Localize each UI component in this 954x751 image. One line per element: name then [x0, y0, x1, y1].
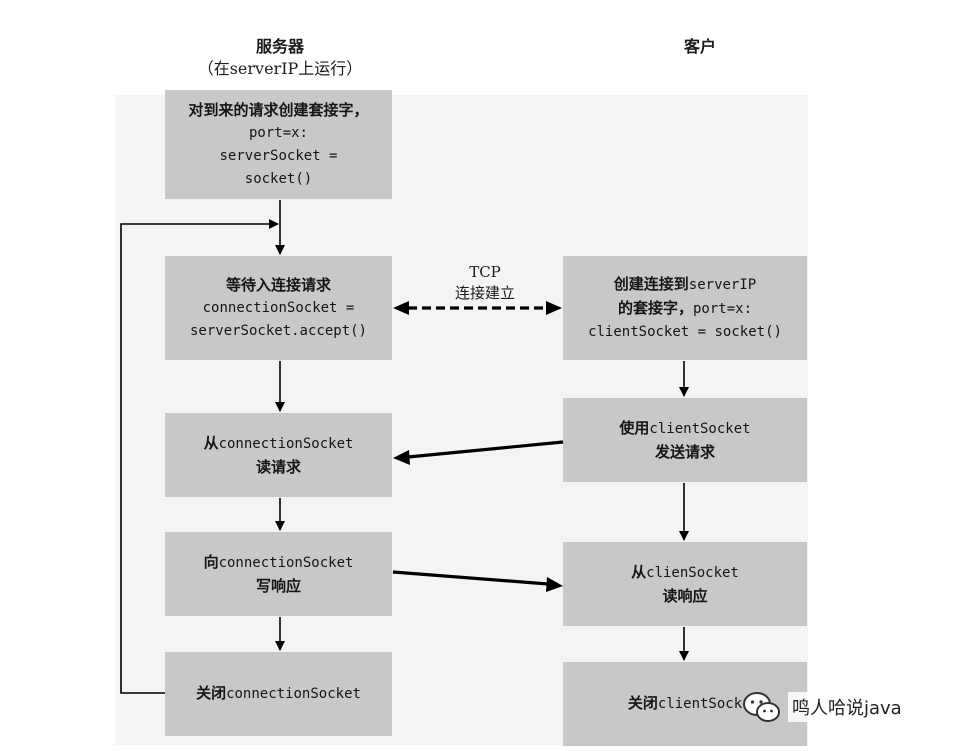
- client-box-send-request: 使用clientSocket 发送请求: [563, 398, 807, 482]
- client-title: 客户: [683, 37, 716, 56]
- server-box-read-request: 从connectionSocket 读请求: [165, 413, 392, 497]
- client-box-read-line2: 读响应: [662, 586, 708, 605]
- server-header: 服务器 （在serverIP上运行）: [190, 36, 370, 80]
- client-box-send-mono: clientSocket: [649, 420, 751, 437]
- server-box-accept-line2: connectionSocket =: [202, 299, 355, 316]
- server-box-write-response: 向connectionSocket 写响应: [165, 532, 392, 616]
- server-box-read-mono: connectionSocket: [218, 435, 354, 452]
- server-box-create-socket-line2: port=x:: [248, 124, 308, 141]
- server-box-write-line2: 写响应: [255, 576, 301, 595]
- client-box-send-line2: 发送请求: [654, 442, 715, 461]
- arrow-write-response-head: [546, 577, 563, 592]
- client-header: 客户: [650, 36, 750, 58]
- client-box-read-mono: clienSocket: [646, 564, 739, 581]
- client-box-send-prefix: 使用: [619, 418, 650, 437]
- arrow-write-response: [392, 570, 549, 586]
- server-box-create-socket-line3: serverSocket =: [219, 147, 338, 164]
- client-box-close-mono: clientSock: [657, 696, 743, 712]
- client-box-create-mono: serverIP: [688, 276, 757, 293]
- server-box-write-mono: connectionSocket: [218, 554, 354, 571]
- server-box-accept-line1: 等待入连接请求: [225, 275, 331, 294]
- server-subtitle: （在serverIP上运行）: [197, 59, 363, 78]
- client-box-close-prefix: 关闭: [627, 694, 658, 712]
- client-box-create-line3: clientSocket = socket(): [588, 323, 782, 340]
- server-box-create-socket: 对到来的请求创建套接字， port=x: serverSocket = sock…: [165, 90, 392, 199]
- client-box-read-response: 从clienSocket 读响应: [563, 542, 807, 626]
- server-box-accept-line3: serverSocket.accept(): [189, 322, 367, 339]
- client-box-create-socket: 创建连接到serverIP 的套接字，port=x: clientSocket …: [563, 256, 807, 360]
- server-box-close-mono: connectionSocket: [226, 686, 361, 702]
- server-box-create-socket-line4: socket(): [244, 170, 313, 187]
- client-box-create-line2-mono: port=x:: [693, 300, 753, 317]
- arrow-tcp-right-head: [546, 301, 562, 315]
- server-box-read-line2: 读请求: [255, 457, 301, 476]
- client-box-create-line2-prefix: 的套接字，: [617, 298, 693, 317]
- arrow-send-request: [407, 440, 564, 459]
- server-box-accept: 等待入连接请求 connectionSocket = serverSocket.…: [165, 256, 392, 360]
- arrow-send-request-head: [393, 450, 410, 465]
- watermark: 鸣人哈说java: [742, 690, 906, 724]
- arrow-server-loop-back: [120, 219, 279, 694]
- tcp-connection-label: TCP 连接建立: [430, 262, 540, 304]
- server-box-close-prefix: 关闭: [196, 684, 227, 702]
- server-box-create-socket-line1: 对到来的请求创建套接字，: [188, 100, 369, 119]
- wechat-icon: [743, 692, 780, 722]
- server-box-read-prefix: 从: [203, 433, 219, 452]
- server-box-write-prefix: 向: [203, 552, 219, 571]
- client-box-read-prefix: 从: [631, 562, 647, 581]
- client-box-create-prefix: 创建连接到: [613, 274, 689, 293]
- watermark-text: 鸣人哈说java: [788, 692, 906, 722]
- tcp-label-line2: 连接建立: [454, 284, 515, 302]
- tcp-label-line1: TCP: [469, 263, 501, 281]
- arrow-tcp-left-head: [393, 301, 409, 315]
- server-box-close: 关闭connectionSocket: [165, 652, 392, 736]
- server-title: 服务器: [255, 37, 304, 56]
